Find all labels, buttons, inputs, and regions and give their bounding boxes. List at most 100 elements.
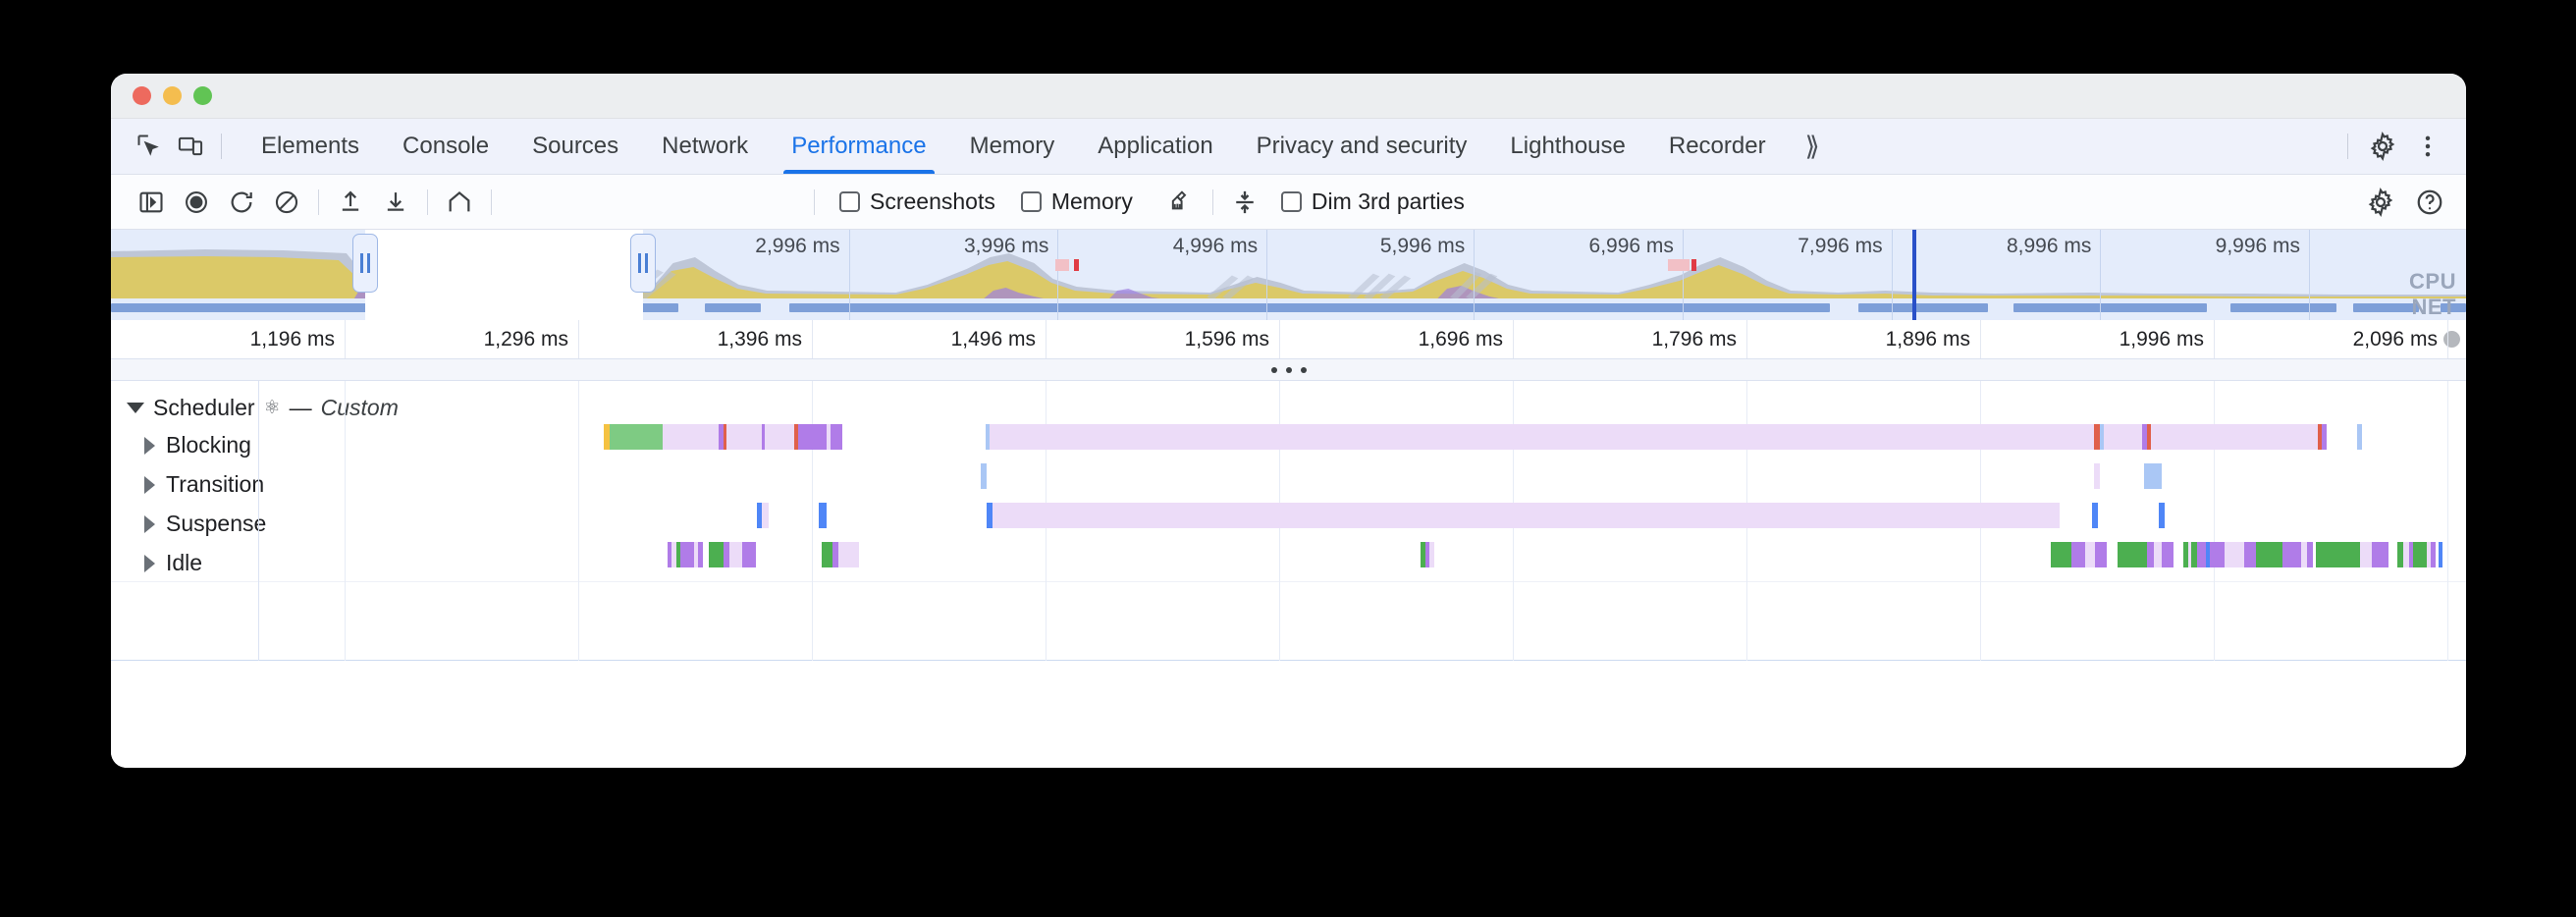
chevron-down-icon[interactable] <box>127 403 144 413</box>
chevron-right-icon[interactable] <box>144 514 155 533</box>
chevron-right-icon[interactable] <box>144 554 155 572</box>
flame-event-blocking[interactable] <box>798 424 803 450</box>
device-toolbar-icon[interactable] <box>170 126 211 167</box>
flame-event-idle[interactable] <box>2225 542 2244 567</box>
flame-event-idle[interactable] <box>2408 542 2413 567</box>
flame-event-transition[interactable] <box>2093 463 2100 489</box>
flame-event-idle[interactable] <box>2402 542 2409 567</box>
flame-event-idle[interactable] <box>2360 542 2373 567</box>
flame-event-idle[interactable] <box>2187 542 2191 567</box>
track-row-blocking[interactable]: Blocking <box>144 432 251 458</box>
tab-memory[interactable]: Memory <box>948 119 1077 174</box>
flame-event-blocking[interactable] <box>2322 424 2327 450</box>
flame-event-blocking[interactable] <box>2151 424 2318 450</box>
flame-event-blocking[interactable] <box>764 424 794 450</box>
flame-event-blocking[interactable] <box>2146 424 2152 450</box>
flame-event-idle[interactable] <box>2071 542 2085 567</box>
track-row-idle[interactable]: Idle <box>144 550 202 576</box>
flame-event-suspense[interactable] <box>2092 503 2099 528</box>
more-tabs-chevron-icon[interactable]: ⟫ <box>1788 119 1838 174</box>
overview-selection-window[interactable] <box>365 230 644 320</box>
tab-performance[interactable]: Performance <box>770 119 947 174</box>
flame-event-blocking[interactable] <box>725 424 762 450</box>
reload-and-record-button[interactable] <box>219 182 264 223</box>
tab-sources[interactable]: Sources <box>510 119 640 174</box>
flame-event-idle[interactable] <box>2196 542 2206 567</box>
flame-event-blocking[interactable] <box>2104 424 2143 450</box>
flame-event-idle[interactable] <box>2438 542 2442 567</box>
flame-event-idle[interactable] <box>2301 542 2308 567</box>
flame-event-idle[interactable] <box>2205 542 2211 567</box>
flame-event-idle[interactable] <box>832 542 838 567</box>
flame-event-idle[interactable] <box>822 542 832 567</box>
screenshots-checkbox[interactable]: Screenshots <box>839 189 995 215</box>
flame-event-blocking[interactable] <box>719 424 724 450</box>
flame-event-suspense[interactable] <box>987 503 993 528</box>
flame-event-blocking[interactable] <box>985 424 991 450</box>
flame-event-blocking[interactable] <box>723 424 726 450</box>
minimize-window-button[interactable] <box>163 86 182 105</box>
flame-event-idle[interactable] <box>2051 542 2072 567</box>
flame-event-transition[interactable] <box>981 463 988 489</box>
flame-event-idle[interactable] <box>742 542 756 567</box>
checkbox-box[interactable] <box>839 191 860 212</box>
tab-recorder[interactable]: Recorder <box>1647 119 1788 174</box>
flame-event-blocking[interactable] <box>2099 424 2105 450</box>
inspect-element-icon[interactable] <box>129 126 170 167</box>
flame-event-blocking[interactable] <box>831 424 843 450</box>
load-profile-button[interactable] <box>328 182 373 223</box>
flame-event-idle[interactable] <box>2316 542 2361 567</box>
dim-3rd-parties-checkbox[interactable]: Dim 3rd parties <box>1280 189 1465 215</box>
flame-event-idle[interactable] <box>2183 542 2188 567</box>
track-row-suspense[interactable]: Suspense <box>144 511 266 537</box>
flame-event-blocking[interactable] <box>2317 424 2323 450</box>
track-group-scheduler[interactable]: Scheduler ⚛ — Custom <box>127 395 399 421</box>
flame-event-blocking[interactable] <box>2357 424 2362 450</box>
window-controls[interactable] <box>133 86 212 105</box>
tab-network[interactable]: Network <box>640 119 770 174</box>
flame-event-suspense[interactable] <box>993 503 2061 528</box>
flame-event-idle[interactable] <box>2413 542 2427 567</box>
flame-event-idle[interactable] <box>2243 542 2256 567</box>
flame-event-blocking[interactable] <box>802 424 827 450</box>
flame-event-idle[interactable] <box>2154 542 2162 567</box>
flame-event-idle[interactable] <box>728 542 743 567</box>
flame-event-blocking[interactable] <box>990 424 2094 450</box>
flame-chart[interactable]: Scheduler ⚛ — Custom Blocking Transition… <box>111 381 2466 768</box>
flame-event-idle[interactable] <box>2431 542 2436 567</box>
flame-event-blocking[interactable] <box>761 424 765 450</box>
flame-event-idle[interactable] <box>837 542 859 567</box>
toggle-sidebar-button[interactable] <box>129 182 174 223</box>
flame-event-idle[interactable] <box>2255 542 2282 567</box>
flame-event-idle[interactable] <box>1424 542 1430 567</box>
flame-event-suspense[interactable] <box>761 503 770 528</box>
flame-event-idle[interactable] <box>680 542 694 567</box>
settings-gear-icon[interactable] <box>2362 126 2403 167</box>
flame-event-idle[interactable] <box>2161 542 2174 567</box>
flame-event-idle[interactable] <box>675 542 681 567</box>
capture-settings-icon[interactable] <box>1222 182 1267 223</box>
maximize-window-button[interactable] <box>193 86 212 105</box>
flame-event-idle[interactable] <box>2210 542 2226 567</box>
settings-gear-icon[interactable] <box>2358 182 2403 223</box>
flame-event-idle[interactable] <box>2372 542 2388 567</box>
chevron-right-icon[interactable] <box>144 475 155 494</box>
flame-event-blocking[interactable] <box>2093 424 2100 450</box>
flame-event-idle[interactable] <box>698 542 703 567</box>
flame-event-idle[interactable] <box>708 542 724 567</box>
timeline-overview[interactable]: 996 ms1,996 ms2,996 ms3,996 ms4,996 ms5,… <box>111 230 2466 320</box>
flame-event-idle[interactable] <box>2396 542 2403 567</box>
flame-event-idle[interactable] <box>2426 542 2431 567</box>
flame-event-idle[interactable] <box>2084 542 2096 567</box>
save-profile-button[interactable] <box>373 182 418 223</box>
track-row-transition[interactable]: Transition <box>144 471 264 498</box>
panel-resize-handle[interactable] <box>111 359 2466 381</box>
flame-event-suspense[interactable] <box>2158 503 2165 528</box>
flame-event-idle[interactable] <box>667 542 672 567</box>
tab-application[interactable]: Application <box>1076 119 1234 174</box>
checkbox-box[interactable] <box>1020 191 1042 212</box>
tab-privacy-and-security[interactable]: Privacy and security <box>1235 119 1489 174</box>
flame-event-idle[interactable] <box>2146 542 2155 567</box>
flame-event-idle[interactable] <box>723 542 729 567</box>
flame-event-blocking[interactable] <box>2142 424 2147 450</box>
